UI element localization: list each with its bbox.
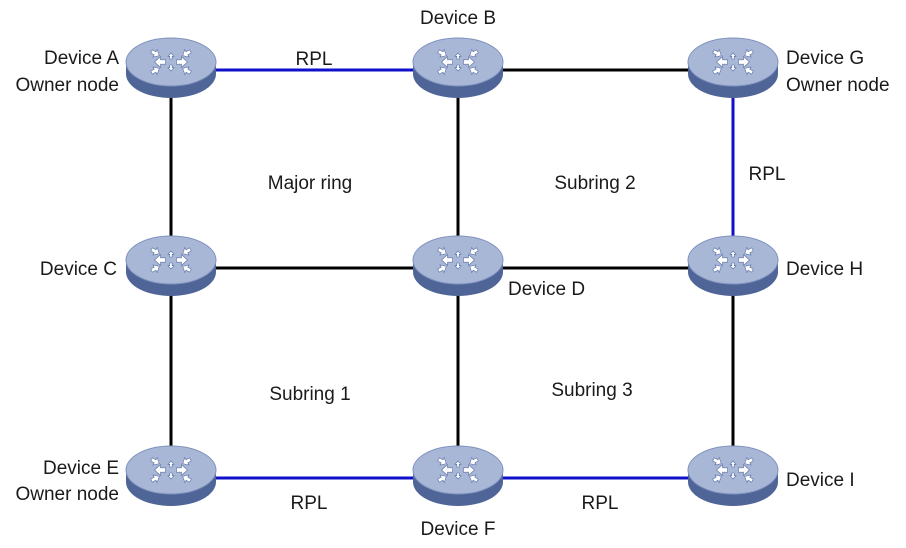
ring-label-subring1: Subring 1 xyxy=(269,384,350,405)
device-f-router-icon xyxy=(412,445,504,506)
device-a-role: Owner node xyxy=(15,75,119,96)
device-h-name: Device H xyxy=(786,259,863,280)
device-f-name: Device F xyxy=(421,519,496,540)
links-layer xyxy=(169,68,735,480)
device-e-router-icon xyxy=(125,445,217,506)
device-g-role: Owner node xyxy=(786,75,890,96)
device-h-router-icon xyxy=(687,235,779,296)
device-b-router-icon xyxy=(412,37,504,98)
device-a-router-icon xyxy=(125,37,217,98)
device-c-name: Device C xyxy=(40,259,117,280)
device-b-name: Device B xyxy=(420,8,496,29)
device-e-name: Device E xyxy=(43,458,119,479)
routers-layer xyxy=(125,37,779,506)
rpl-label-e-f: RPL xyxy=(291,493,328,514)
device-e-role: Owner node xyxy=(15,484,119,505)
rpl-label-g-h: RPL xyxy=(749,164,786,185)
ring-label-subring2: Subring 2 xyxy=(554,173,635,194)
device-i-name: Device I xyxy=(786,470,855,491)
ring-label-subring3: Subring 3 xyxy=(551,380,632,401)
device-g-name: Device G xyxy=(786,48,864,69)
device-c-router-icon xyxy=(125,235,217,296)
device-d-name: Device D xyxy=(508,279,585,300)
device-i-router-icon xyxy=(687,445,779,506)
rpl-label-a-b: RPL xyxy=(296,49,333,70)
device-g-router-icon xyxy=(687,37,779,98)
device-d-router-icon xyxy=(412,235,504,296)
rpl-label-f-i: RPL xyxy=(582,493,619,514)
device-a-name: Device A xyxy=(44,48,119,69)
ring-label-major: Major ring xyxy=(268,173,352,194)
